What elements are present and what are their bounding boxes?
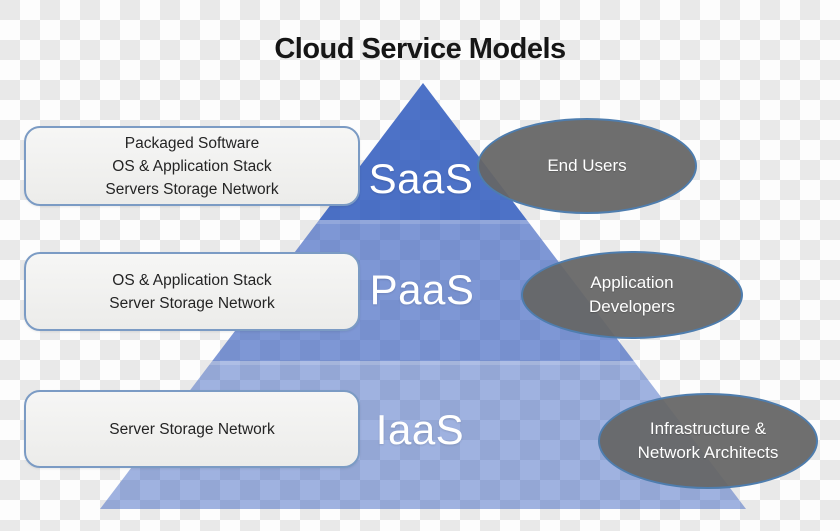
component-line: Server Storage Network <box>109 420 275 438</box>
component-line: Servers Storage Network <box>105 180 279 198</box>
component-box-paas: OS & Application Stack Server Storage Ne… <box>24 252 360 331</box>
component-line: OS & Application Stack <box>112 157 272 175</box>
audience-ellipse-end-users: End Users <box>477 118 697 214</box>
component-box-saas: Packaged Software OS & Application Stack… <box>24 126 360 206</box>
diagram-title: Cloud Service Models <box>274 33 566 65</box>
audience-label: End Users <box>547 156 627 176</box>
component-line: Packaged Software <box>124 134 260 152</box>
audience-label: Application Developers <box>589 273 675 316</box>
component-box-iaas: Server Storage Network <box>24 390 360 468</box>
audience-label: Infrastructure & Network Architects <box>637 419 779 462</box>
layer-label-saas: SaaS <box>368 155 474 202</box>
component-line: Server Storage Network <box>109 294 275 312</box>
component-line: OS & Application Stack <box>112 271 272 289</box>
audience-ellipse-application-developers: Application Developers <box>521 251 743 339</box>
audience-ellipse-infrastructure-network-architects: Infrastructure & Network Architects <box>598 393 818 489</box>
layer-label-iaas: IaaS <box>375 406 465 453</box>
layer-label-paas: PaaS <box>369 266 475 313</box>
